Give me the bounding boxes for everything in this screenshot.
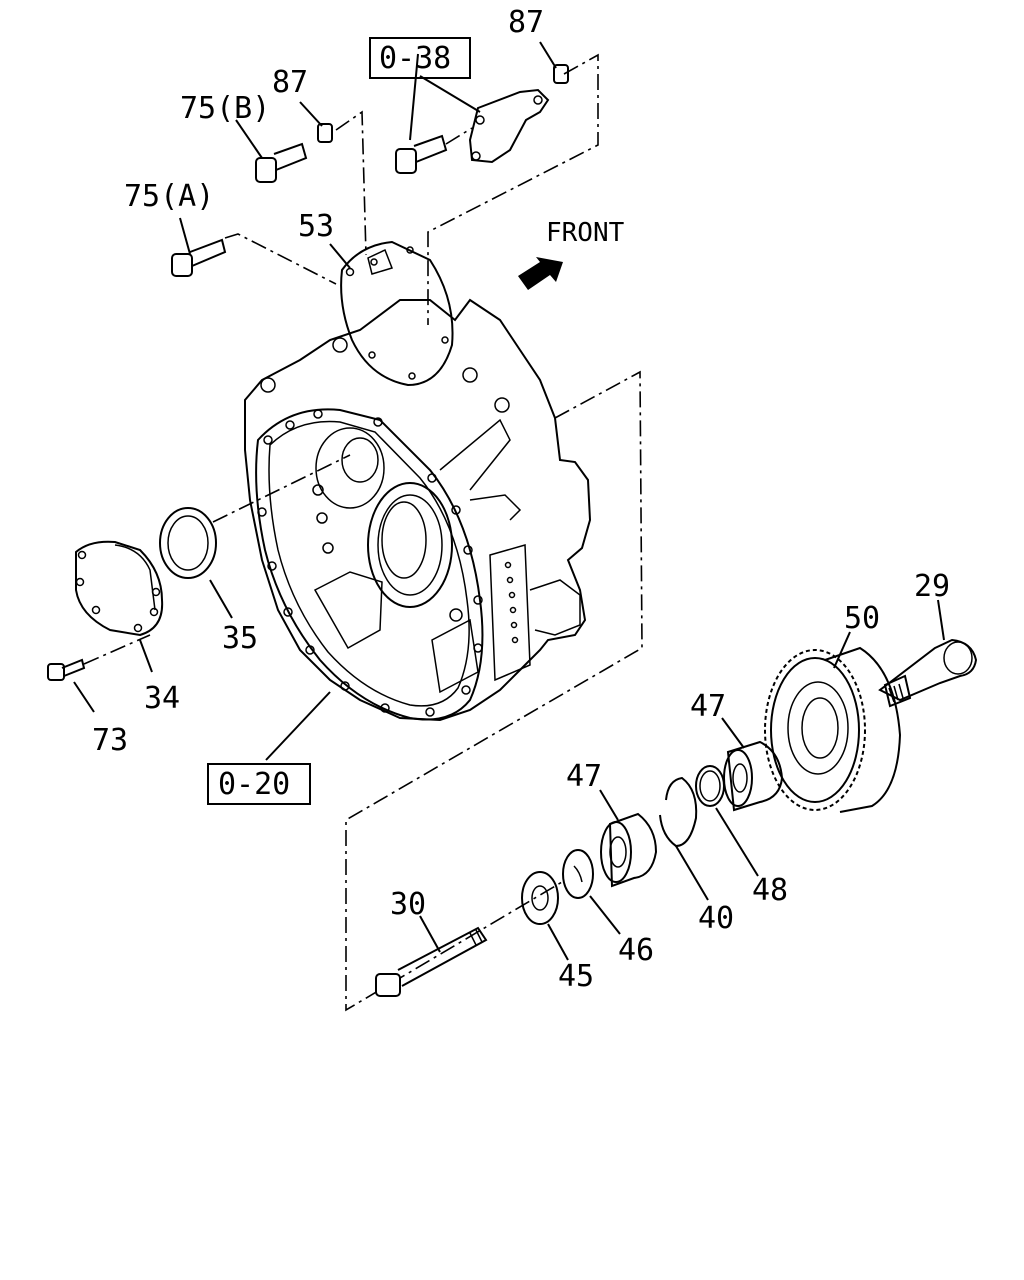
ref-box-top-text: 0-38: [379, 41, 451, 76]
callout-47-lower: 47: [566, 759, 602, 794]
part-75b-bolt: [255, 142, 308, 183]
callout-87-top: 87: [508, 5, 544, 40]
callout-labels: 87 87 75(B) 75(A) 53 35 34 73 29 50 47 4…: [92, 5, 950, 994]
callout-47-upper: 47: [690, 689, 726, 724]
side-hole-strip: [504, 561, 519, 644]
part-0-38-bolt: [395, 134, 448, 174]
callout-73: 73: [92, 723, 128, 758]
part-47-lower-bearing: [600, 812, 658, 888]
connector-lines: [73, 41, 599, 761]
callout-46: 46: [618, 933, 654, 968]
callout-75a: 75(A): [124, 179, 214, 214]
part-47-upper-bearing: [723, 740, 784, 812]
callout-50: 50: [844, 601, 880, 636]
part-35-gasket: [159, 507, 217, 579]
ref-box-top: 0-38: [369, 37, 471, 79]
front-label: FRONT: [546, 218, 625, 248]
part-87-left-bushing: [317, 123, 333, 143]
callout-45: 45: [558, 959, 594, 994]
part-30-long-bolt: [375, 926, 488, 997]
callout-30: 30: [390, 887, 426, 922]
callout-40: 40: [698, 901, 734, 936]
bracket-0-38: [468, 88, 550, 164]
part-40-snap-ring: [659, 776, 698, 848]
callout-35: 35: [222, 621, 258, 656]
part-34-cover: [75, 540, 164, 637]
assembly-frame: [345, 370, 643, 1012]
gear-train-leaders: [419, 599, 945, 961]
part-45-washer: [521, 871, 559, 925]
part-50-gear: [764, 646, 902, 813]
part-75a-bolt: [171, 238, 227, 277]
flywheel-housing: [244, 298, 592, 722]
part-73-bolt: [47, 658, 86, 681]
part-53-cover-plate: [340, 240, 454, 387]
ref-box-housing: 0-20: [207, 763, 311, 805]
front-arrow-icon: [518, 257, 563, 290]
part-29-shaft: [878, 638, 978, 708]
callout-53: 53: [298, 209, 334, 244]
callout-48: 48: [752, 873, 788, 908]
part-87-top-bushing: [553, 64, 569, 84]
part-48-ring: [695, 765, 725, 807]
part-46-clip: [562, 849, 594, 899]
callout-29: 29: [914, 569, 950, 604]
callout-75b: 75(B): [180, 91, 270, 126]
callout-87-left: 87: [272, 65, 308, 100]
ref-box-housing-text: 0-20: [218, 767, 290, 802]
flange-bolt-holes: [257, 337, 510, 717]
callout-34: 34: [144, 681, 180, 716]
